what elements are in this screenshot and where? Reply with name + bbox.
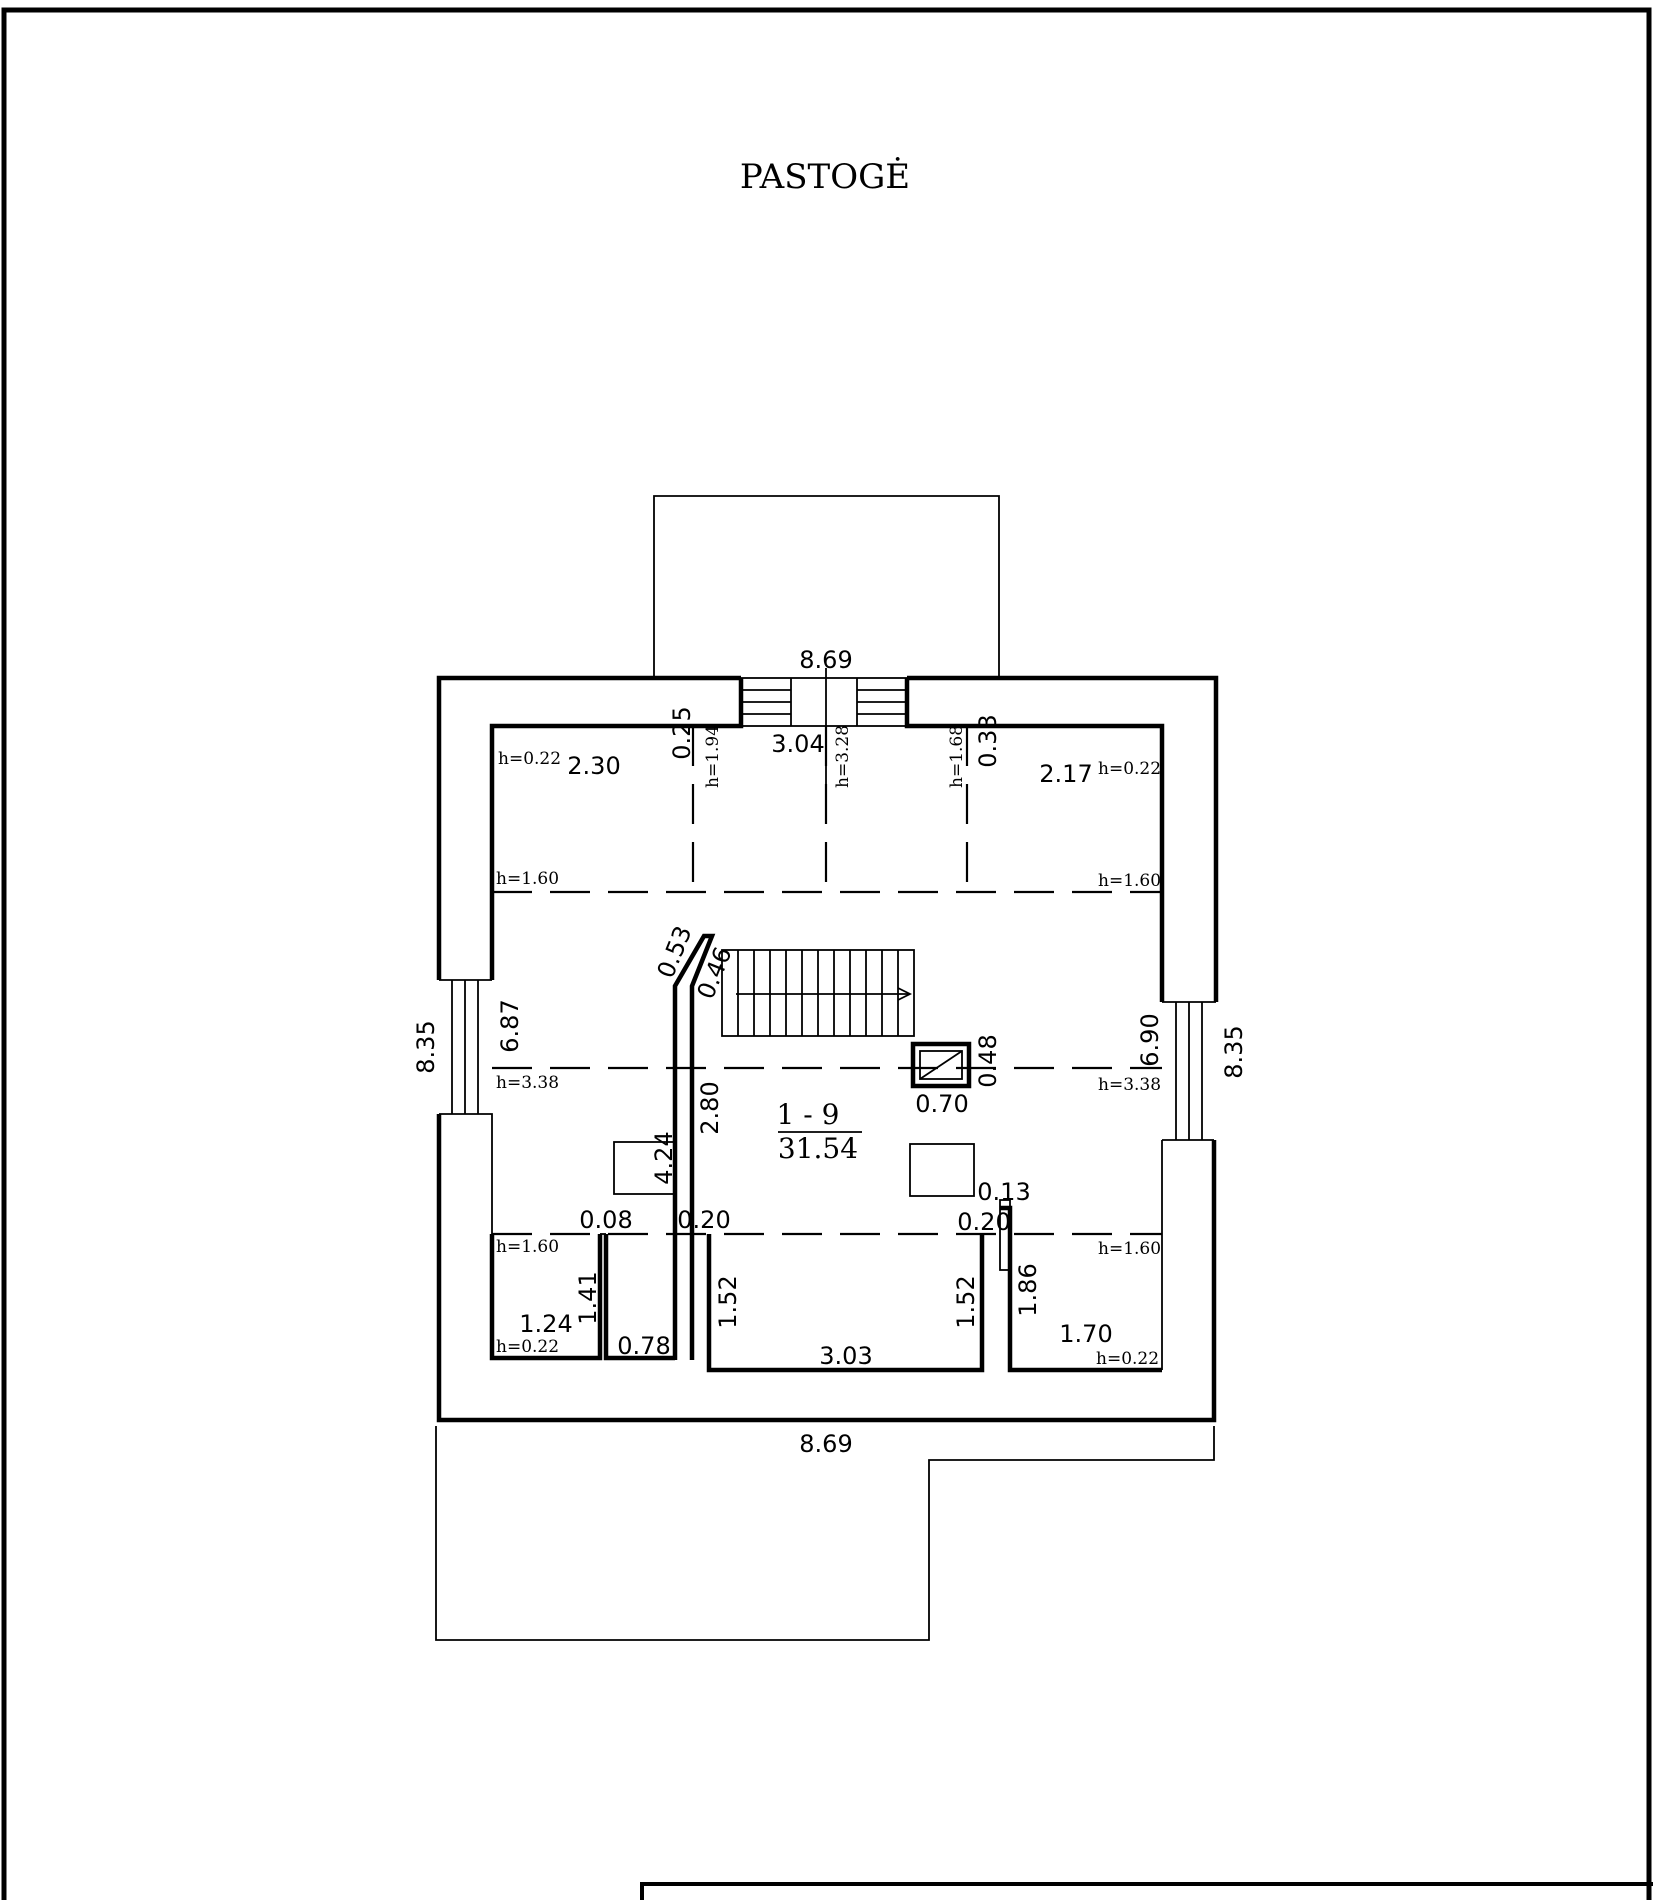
dim-020-right: 0.20	[957, 1208, 1010, 1236]
h-top-right-022: h=0.22	[1098, 759, 1161, 779]
dim-chimney-048: 0.48	[974, 1034, 1002, 1087]
dim-170: 1.70	[1059, 1320, 1112, 1348]
outer-wall	[436, 675, 1219, 1423]
staircase	[721, 949, 915, 1037]
chimney	[910, 1041, 972, 1089]
h-left-160-bottom: h=1.60	[496, 1237, 559, 1257]
window-left	[451, 980, 479, 1114]
lower-compartments	[489, 1199, 1162, 1373]
dim-top-width: 8.69	[799, 646, 852, 674]
roof-outline-top	[653, 495, 1000, 678]
h-168: h=1.68	[947, 725, 967, 788]
dim-top-right: 2.17	[1039, 760, 1092, 788]
h-bottom-left-022: h=0.22	[496, 1337, 559, 1357]
dim-008: 0.08	[579, 1206, 632, 1234]
h-left-160-top: h=1.60	[496, 869, 559, 889]
dim-186: 1.86	[1014, 1263, 1042, 1316]
dim-stair-053: 0.53	[652, 922, 698, 982]
dim-top-left: 2.30	[567, 752, 620, 780]
h-right-160-top: h=1.60	[1098, 871, 1161, 891]
room-label: 1 - 9 31.54	[777, 1098, 862, 1165]
dim-stair-wall-280: 2.80	[696, 1081, 724, 1134]
dim-top-mid: 3.04	[771, 730, 824, 758]
roof-hatch-right	[909, 1143, 975, 1197]
dim-152-right: 1.52	[952, 1275, 980, 1328]
window-right	[1175, 1002, 1203, 1140]
dim-141: 1.41	[574, 1271, 602, 1324]
h-right-160-bottom: h=1.60	[1098, 1239, 1161, 1259]
height-lines	[492, 726, 1162, 1236]
dim-stair-046: 0.46	[692, 943, 738, 1003]
room-number: 1 - 9	[777, 1098, 840, 1131]
h-194: h=1.94	[703, 725, 723, 788]
dim-124: 1.24	[519, 1310, 572, 1338]
h-left-338: h=3.38	[496, 1073, 559, 1093]
roof-hatch-left	[613, 1141, 677, 1195]
dim-right-inner: 6.90	[1136, 1013, 1164, 1066]
dim-left-inner: 6.87	[496, 999, 524, 1052]
dim-wall-025: 0.25	[668, 706, 696, 759]
h-top-left-022: h=0.22	[498, 749, 561, 769]
stair-wall	[672, 933, 716, 1360]
dim-bottom-width: 8.69	[799, 1430, 852, 1458]
dim-013: 0.13	[977, 1178, 1030, 1206]
dim-078: 0.78	[617, 1332, 670, 1360]
dim-wall-033: 0.33	[974, 714, 1002, 767]
sheet-border	[1, 7, 1652, 1900]
dim-chimney-070: 0.70	[915, 1090, 968, 1118]
roof-outline-bottom	[435, 1426, 1215, 1641]
h-bottom-right-022: h=0.22	[1096, 1349, 1159, 1369]
room-area: 31.54	[778, 1132, 858, 1165]
dim-right-height: 8.35	[1220, 1025, 1248, 1078]
plan-title: PASTOGĖ	[740, 157, 910, 197]
h-right-338: h=3.38	[1098, 1075, 1161, 1095]
dim-152-left: 1.52	[714, 1275, 742, 1328]
title-block-frame	[640, 1882, 1653, 1900]
dim-left-height: 8.35	[412, 1020, 440, 1073]
dim-303: 3.03	[819, 1342, 872, 1370]
dim-020-left: 0.20	[677, 1206, 730, 1234]
dim-wall-424: 4.24	[650, 1131, 678, 1184]
h-328: h=3.28	[833, 725, 853, 788]
